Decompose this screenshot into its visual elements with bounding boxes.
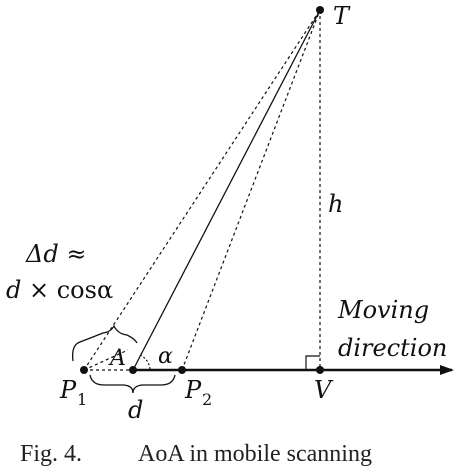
point-t: [316, 6, 324, 14]
alpha-angle-arc: [139, 354, 151, 371]
delta-d-formula-line2: d × cosα: [6, 276, 113, 304]
moving-direction-label-line1: Moving: [337, 296, 429, 324]
point-p2: [178, 366, 186, 374]
label-p2: P: [184, 376, 202, 404]
point-p1: [80, 366, 88, 374]
label-v: V: [314, 376, 334, 404]
label-t: T: [333, 2, 351, 30]
label-d: d: [128, 396, 143, 424]
line-p1-to-t: [83, 9, 321, 371]
moving-direction-label-line2: direction: [338, 334, 447, 362]
right-angle-marker: [305, 355, 320, 370]
d-brace: [89, 374, 176, 394]
label-alpha: α: [158, 344, 173, 369]
label-h: h: [328, 190, 343, 218]
figure-caption-number: Fig. 4.: [20, 441, 82, 467]
label-p1-subscript: 1: [77, 390, 87, 409]
point-a: [129, 366, 137, 374]
label-p2-subscript: 2: [202, 390, 212, 409]
line-a-to-t: [132, 9, 321, 371]
delta-d-brace: [72, 324, 138, 362]
delta-d-formula-line1: Δd ≈: [25, 240, 86, 268]
label-a: A: [108, 346, 126, 371]
line-p2-to-t: [181, 9, 321, 371]
delta-d-formula-cos: × cosα: [21, 276, 113, 304]
figure-caption-text: AoA in mobile scanning: [138, 441, 372, 467]
perpendicular-p1-to-at: [83, 349, 129, 371]
label-p1: P: [59, 376, 77, 404]
delta-d-formula-d: d: [6, 276, 21, 304]
point-v: [316, 366, 324, 374]
